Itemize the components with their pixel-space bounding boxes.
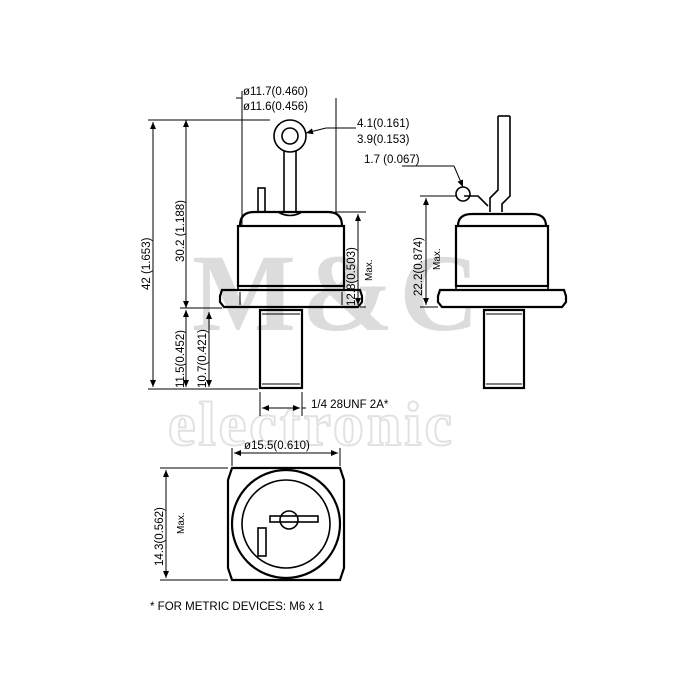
side-case-body: [454, 224, 550, 288]
watermark: M&C electronic: [167, 232, 479, 460]
stud-length-max-label: 11.5(0.452): [175, 330, 187, 388]
threaded-stud: [258, 308, 304, 390]
side-terminal-strap: [489, 116, 499, 212]
bottom-gate-pin: [257, 527, 267, 557]
front-view: [218, 119, 364, 390]
head-diameter-min-label: ø11.6(0.456): [243, 101, 308, 113]
watermark-line2: electronic: [168, 391, 455, 459]
body-height-max-note: Max.: [364, 259, 375, 281]
bottom-terminal-circle: [279, 510, 299, 530]
height-to-terminal-label: 30.2 (1.188): [175, 200, 187, 262]
side-view-dimensions: 1.7 (0.067) 22.2(0.874) Max.: [364, 154, 464, 308]
base-height-max-note: Max.: [176, 512, 187, 534]
side-hex-base: [436, 288, 568, 309]
case-body: [236, 224, 346, 288]
ring-terminal: [273, 119, 307, 153]
ring-terminal-hole: [281, 127, 299, 145]
side-threaded-stud: [482, 308, 526, 390]
metric-footnote: * FOR METRIC DEVICES: M6 x 1: [150, 601, 324, 613]
side-view: [436, 115, 568, 390]
side-pin-circle: [455, 186, 471, 202]
gate-pin: [257, 187, 266, 213]
stud-length-min-label: 10.7(0.421): [197, 329, 209, 388]
bottom-view-dimensions: ø15.5(0.610) 14.3(0.562) Max.: [154, 440, 341, 581]
base-height-label: 14.3(0.562): [154, 507, 166, 566]
hole-diameter-max-label: 4.1(0.161): [357, 118, 410, 130]
overall-height-label: 42 (1.653): [141, 237, 153, 290]
bottom-inner-circle: [241, 479, 331, 569]
bottom-terminal-strap: [269, 515, 319, 523]
front-view-dimensions: ø11.7(0.460) ø11.6(0.456) 4.1(0.161) 3.9…: [141, 86, 410, 416]
bottom-outer-circle: [230, 468, 342, 580]
hex-diameter-label: ø15.5(0.610): [244, 440, 310, 452]
case-cap: [238, 210, 344, 227]
pin-width-label: 1.7 (0.067): [364, 154, 420, 166]
body-height-label: 12.8(0.503): [346, 247, 358, 306]
side-height-max-note: Max.: [432, 248, 443, 270]
bottom-view: [226, 466, 346, 582]
head-diameter-max-label: ø11.7(0.460): [243, 86, 308, 98]
hole-diameter-min-label: 3.9(0.153): [357, 134, 410, 146]
thread-spec-label: 1/4 28UNF 2A*: [311, 399, 389, 411]
bottom-hex-outline: [226, 466, 346, 582]
side-height-label: 22.2(0.874): [413, 237, 425, 296]
side-case-cap: [456, 212, 548, 227]
